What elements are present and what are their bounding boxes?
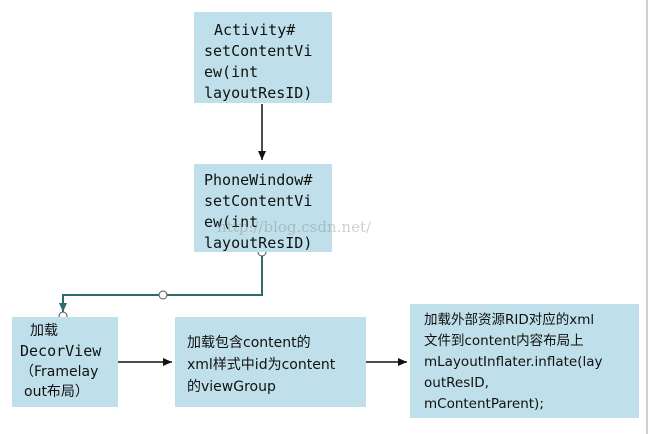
node-activity-line-2: setContentVi	[204, 42, 313, 60]
node-external-line-2: 文件到content内容布局上	[424, 333, 584, 349]
node-content-line-3: 的viewGroup	[187, 379, 276, 395]
node-load-content-viewgroup: 加载包含content的 xml样式中id为content 的viewGroup	[175, 317, 366, 407]
node-decorview-line-4: out布局）	[24, 384, 89, 400]
node-activity-setcontentview: Activity# setContentVi ew(int layoutResI…	[194, 12, 332, 103]
node-phonewindow-line-2: setContentVi	[204, 192, 313, 210]
node-load-external-xml: 加载外部资源RID对应的xml 文件到content内容布局上 mLayoutI…	[410, 304, 639, 418]
node-content-line-2: xml样式中id为content	[187, 357, 336, 373]
watermark-text: http://blog.csdn.net/	[217, 218, 372, 236]
connector-handle-middle	[158, 290, 168, 300]
node-external-line-4: outResID,	[424, 375, 489, 391]
node-phonewindow-line-1: PhoneWindow#	[204, 171, 313, 189]
node-external-line-5: mContentParent);	[424, 396, 544, 412]
node-external-line-3: mLayoutInflater.inflate(lay	[424, 354, 603, 370]
node-external-line-1: 加载外部资源RID对应的xml	[424, 312, 595, 328]
node-phonewindow-setcontentview: PhoneWindow# setContentVi ew(int layoutR…	[194, 164, 332, 252]
node-load-decorview: 加载 DecorView （Framelay out布局）	[12, 317, 118, 407]
node-decorview-line-2: DecorView	[20, 342, 102, 360]
node-activity-line-1: Activity#	[214, 21, 296, 39]
node-decorview-line-1: 加载	[30, 323, 58, 339]
node-activity-line-3: ew(int	[204, 63, 259, 81]
node-phonewindow-line-3: ew(int	[204, 213, 259, 231]
node-phonewindow-line-4: layoutResID)	[204, 234, 313, 252]
connector-phonewindow-to-decorview	[59, 252, 263, 312]
node-content-line-1: 加载包含content的	[187, 335, 311, 351]
right-border	[646, 0, 648, 434]
node-decorview-line-3: （Framelay	[20, 364, 99, 380]
node-activity-line-4: layoutResID)	[204, 84, 313, 102]
